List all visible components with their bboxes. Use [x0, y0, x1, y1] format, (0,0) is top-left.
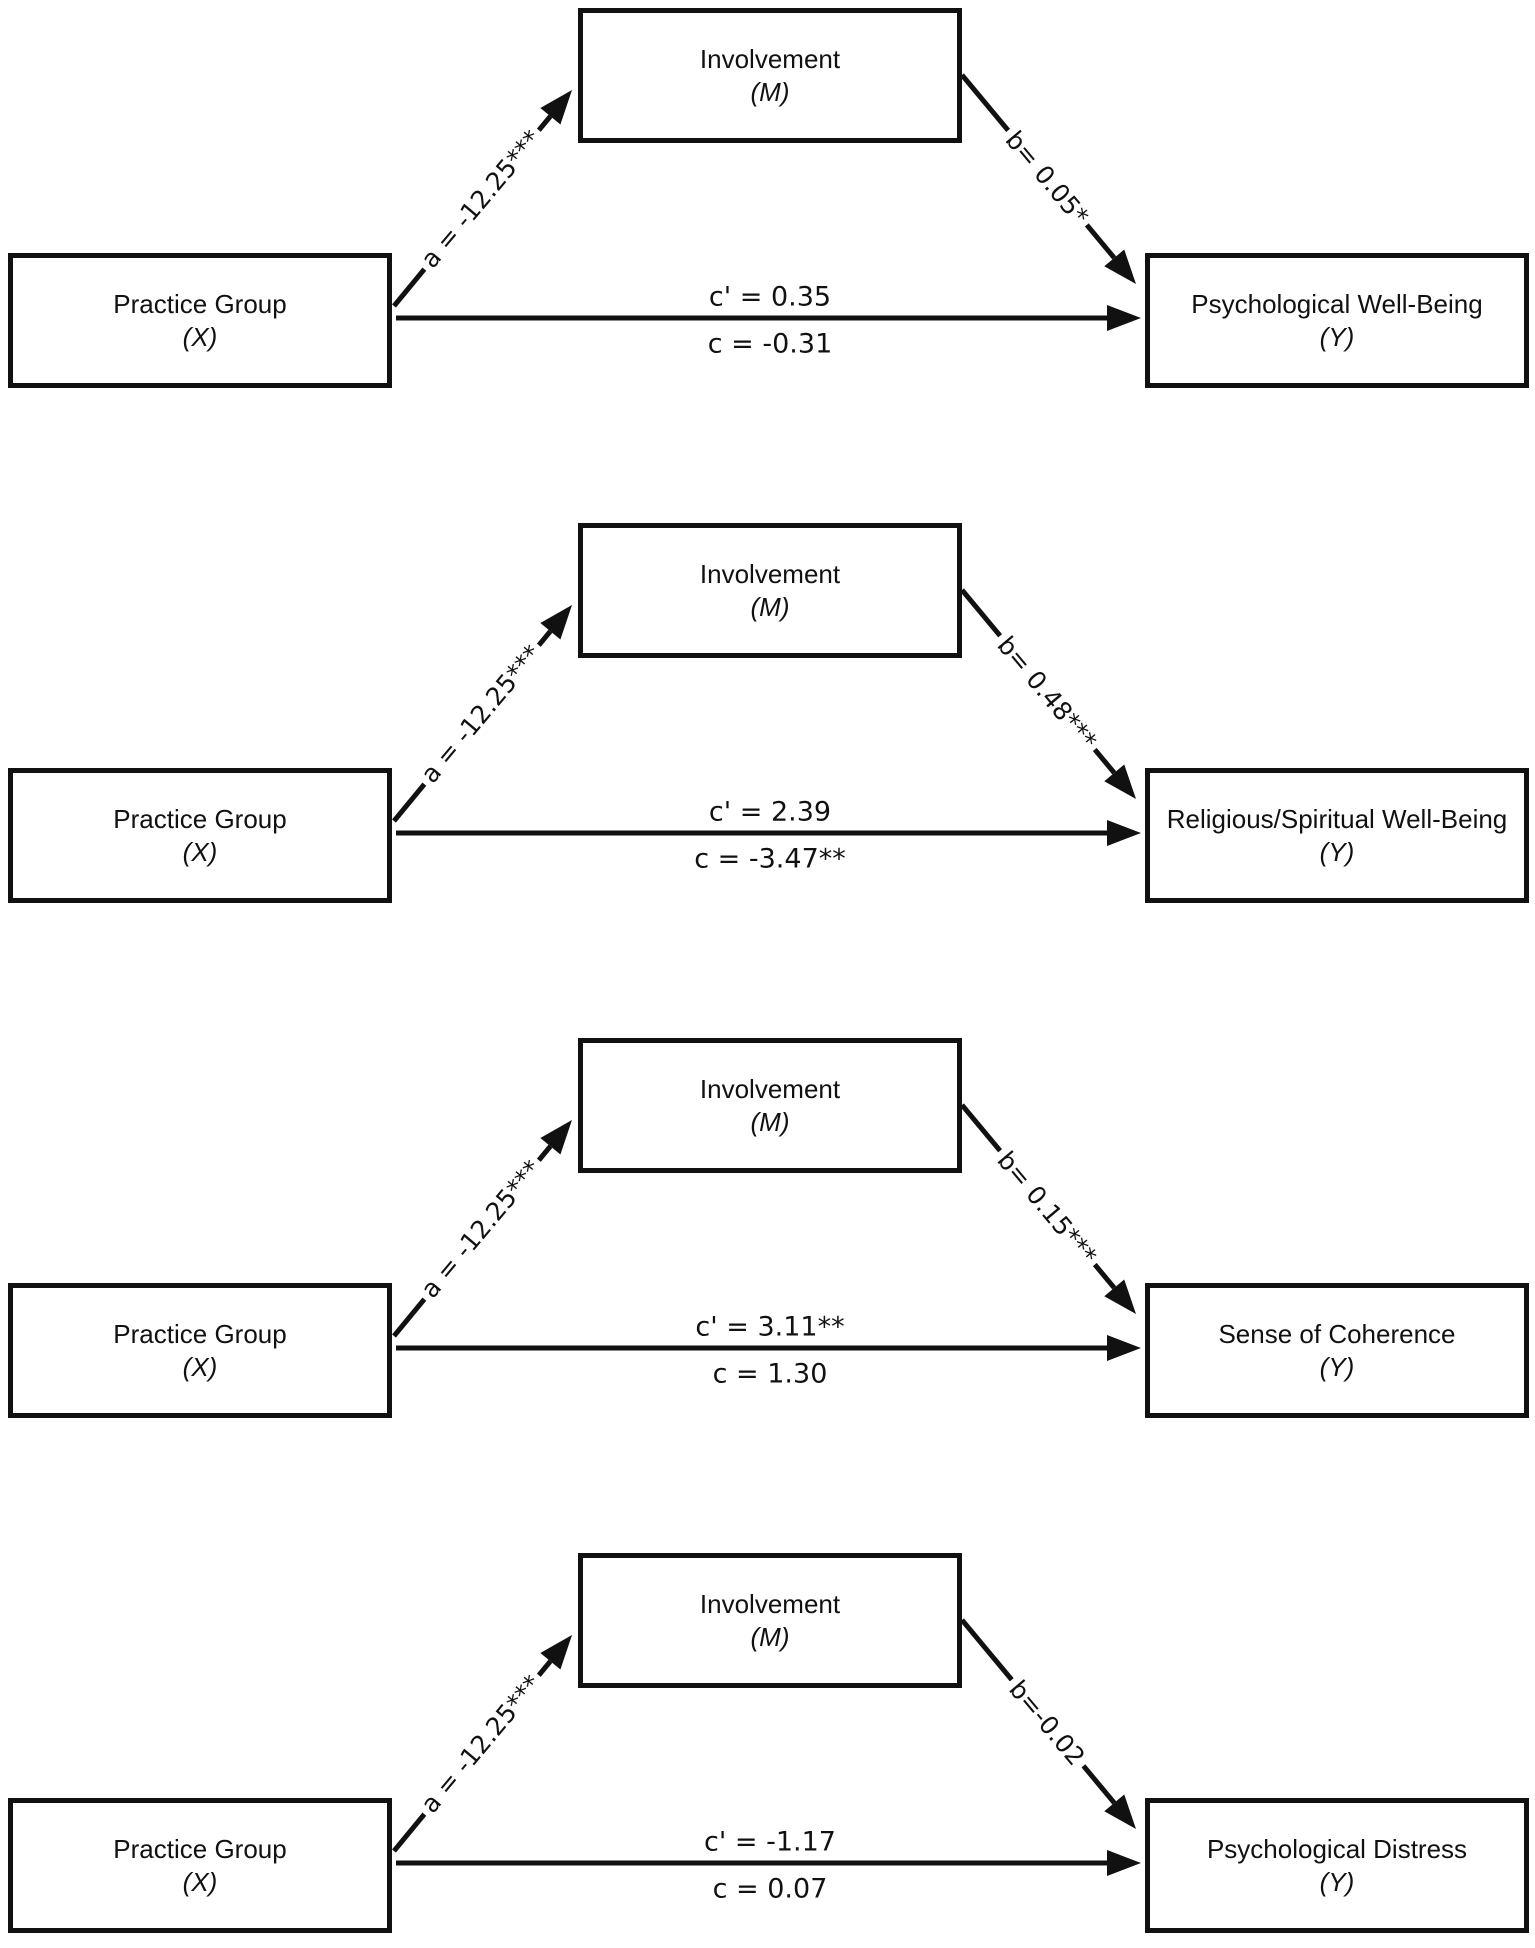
mediator-label: Involvement [699, 1074, 841, 1104]
outcome-box: Sense of Coherence (Y) [1145, 1283, 1529, 1418]
predictor-symbol: (X) [182, 1351, 218, 1382]
mediator-symbol: (M) [750, 1106, 790, 1137]
path-c-arrow [396, 1850, 1141, 1876]
outcome-box: Psychological Well-Being (Y) [1145, 253, 1529, 388]
mediation-diagram-panel: Involvement (M) Practice Group (X) Relig… [0, 523, 1535, 913]
predictor-symbol: (X) [182, 321, 218, 352]
outcome-symbol: (Y) [1319, 836, 1355, 867]
predictor-box: Practice Group (X) [8, 1283, 392, 1418]
outcome-box: Psychological Distress (Y) [1145, 1798, 1529, 1933]
predictor-box: Practice Group (X) [8, 253, 392, 388]
path-c-arrow [396, 1335, 1141, 1361]
outcome-symbol: (Y) [1319, 1351, 1355, 1382]
path-c-coefficient-label: c = 0.07 [712, 1873, 828, 1905]
predictor-symbol: (X) [182, 836, 218, 867]
path-c-prime-coefficient-label: c' = 2.39 [708, 796, 832, 828]
mediator-label: Involvement [699, 1589, 841, 1619]
mediator-label: Involvement [699, 44, 841, 74]
mediation-diagram-panel: Involvement (M) Practice Group (X) Psych… [0, 1553, 1535, 1943]
outcome-label: Psychological Distress [1206, 1834, 1468, 1864]
mediator-symbol: (M) [750, 1621, 790, 1652]
predictor-label: Practice Group [113, 1834, 287, 1864]
path-c-prime-coefficient-label: c' = -1.17 [704, 1826, 836, 1858]
predictor-label: Practice Group [113, 1319, 287, 1349]
path-c-coefficient-label: c = -0.31 [707, 328, 833, 360]
predictor-label: Practice Group [113, 804, 287, 834]
outcome-symbol: (Y) [1319, 321, 1355, 352]
outcome-label: Sense of Coherence [1218, 1319, 1456, 1349]
outcome-box: Religious/Spiritual Well-Being (Y) [1145, 768, 1529, 903]
mediator-label: Involvement [699, 559, 841, 589]
mediator-symbol: (M) [750, 76, 790, 107]
mediator-symbol: (M) [750, 591, 790, 622]
path-c-prime-coefficient-label: c' = 3.11** [695, 1311, 845, 1343]
mediator-box: Involvement (M) [578, 8, 962, 143]
predictor-box: Practice Group (X) [8, 1798, 392, 1933]
path-c-arrow [396, 820, 1141, 846]
mediation-diagram-panel: Involvement (M) Practice Group (X) Psych… [0, 8, 1535, 398]
path-c-prime-coefficient-label: c' = 0.35 [708, 281, 832, 313]
predictor-label: Practice Group [113, 289, 287, 319]
predictor-symbol: (X) [182, 1866, 218, 1897]
path-c-arrow [396, 305, 1141, 331]
mediator-box: Involvement (M) [578, 1553, 962, 1688]
outcome-label: Psychological Well-Being [1191, 289, 1483, 319]
outcome-label: Religious/Spiritual Well-Being [1166, 804, 1508, 834]
mediation-diagram-panel: Involvement (M) Practice Group (X) Sense… [0, 1038, 1535, 1428]
mediator-box: Involvement (M) [578, 523, 962, 658]
mediator-box: Involvement (M) [578, 1038, 962, 1173]
outcome-symbol: (Y) [1319, 1866, 1355, 1897]
predictor-box: Practice Group (X) [8, 768, 392, 903]
path-c-coefficient-label: c = 1.30 [712, 1358, 828, 1390]
path-c-coefficient-label: c = -3.47** [694, 843, 846, 875]
